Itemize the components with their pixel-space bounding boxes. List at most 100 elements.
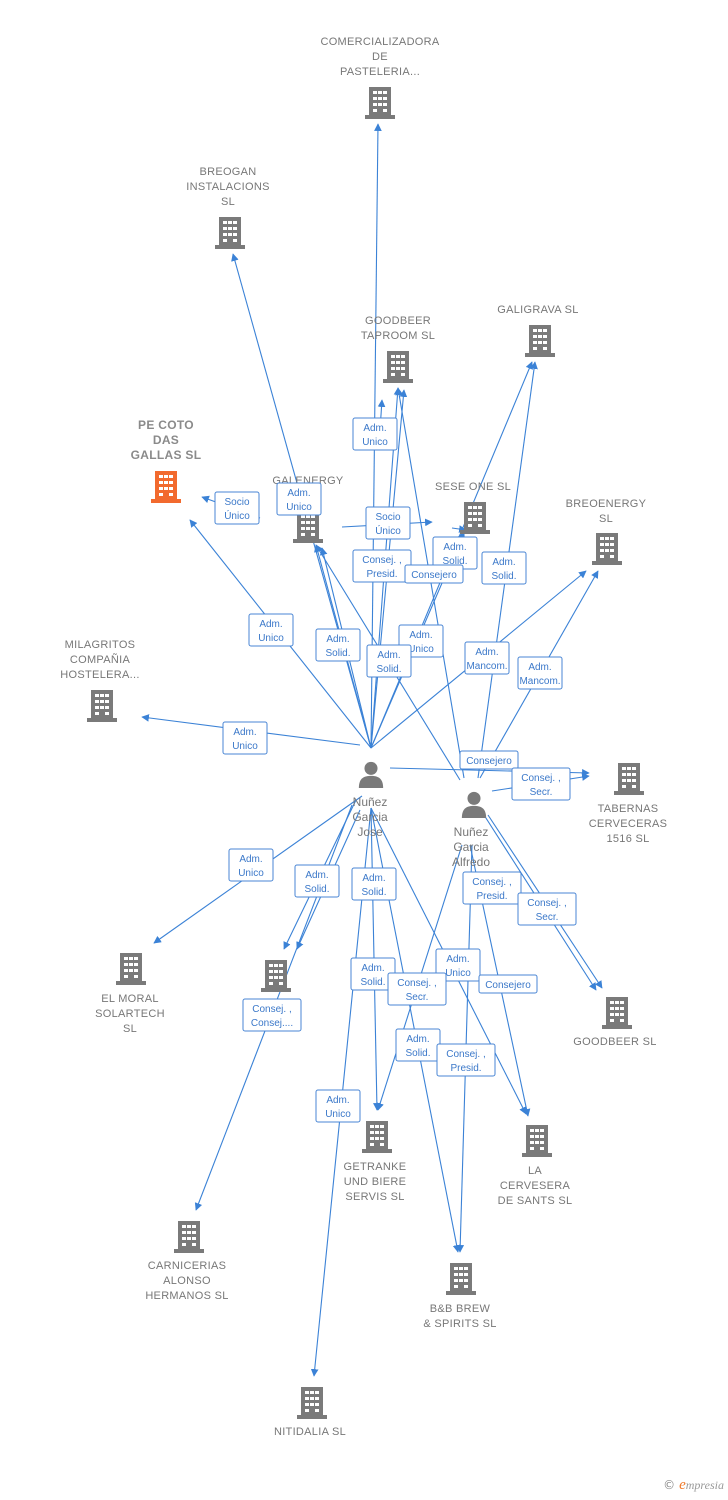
edge-label-e20[interactable]: Adm.Solid. [351,867,397,901]
edge-label-text: Consej. ,Secr. [397,978,436,1003]
company-label-line: COMPAÑIA [70,653,131,666]
edge-label-line: Solid. [360,977,385,988]
edge-label-e25[interactable]: Consej. ,Secr. [387,972,447,1006]
edge-label-e5[interactable]: Adm.Solid. [432,536,478,570]
company-label-line: TABERNAS [598,803,659,815]
edge-label-box [481,551,527,585]
company-node-galigrava[interactable]: GALIGRAVA SL [497,304,578,357]
edge-label-box [242,998,302,1032]
company-label-line: SL [123,1023,137,1035]
edge-label-text: Adm.Unico [238,854,264,879]
building-icon [362,1121,392,1153]
company-label-line: CERVECERAS [589,818,668,830]
company-node-bb-brew[interactable]: B&B BREW& SPIRITS SL [423,1263,496,1330]
edge-label-e27[interactable]: Adm.Solid. [395,1028,441,1062]
edge-label-e12[interactable]: Adm.Solid. [366,644,412,678]
edge-label-line: Solid. [405,1048,430,1059]
edge-label-e8[interactable]: Adm.Solid. [481,551,527,585]
edge-label-box [464,641,510,675]
edge-label-e23[interactable]: Adm.Unico [435,948,481,982]
building-icon [151,471,181,503]
edge-label-e14[interactable]: Adm.Mancom. [517,656,563,690]
edge-label-text: Adm.Mancom. [519,662,560,687]
edge-label-e15[interactable]: Adm.Unico [222,721,268,755]
edge-label-e13[interactable]: Adm.Mancom. [464,641,510,675]
company-node-goodbeer[interactable]: GOODBEER SL [573,997,656,1048]
edge-label-e29[interactable]: Consej. ,Consej.... [242,998,302,1032]
company-node-sese-one[interactable]: SESE ONE SL [435,481,511,534]
edge-label-e24[interactable]: Adm.Solid. [350,957,396,991]
edge-label-e2[interactable]: Adm.Unico [276,482,322,516]
edge-label-line: Unico [445,968,471,979]
edge-label-e28[interactable]: Consej. ,Presid. [436,1043,496,1077]
edge-label-box [511,767,571,801]
edge-label-box [436,1043,496,1077]
edge-label-e7[interactable]: Consejero [404,564,464,584]
edge-label-e18[interactable]: Adm.Unico [228,848,274,882]
company-label-line: SERVIS SL [345,1191,404,1203]
edge-label-line: Socio [375,512,400,523]
edge-label-box [387,972,447,1006]
building-icon [592,533,622,565]
building-icon [614,763,644,795]
edge-label-e10[interactable]: Adm.Solid. [315,628,361,662]
edge-label-e6[interactable]: Consej. ,Presid. [352,549,412,583]
edge-label-line: Consej. , [521,773,560,784]
edge-label-e19[interactable]: Adm.Solid. [294,864,340,898]
company-label-line: INSTALACIONS [186,181,269,193]
company-label-line: UND BIERE [344,1176,407,1188]
edge-label-e21[interactable]: Consej. ,Presid. [462,871,522,905]
edge-label-text: Consejero [411,570,457,581]
edge-label-line: Adm. [233,727,256,738]
edge-label-e26[interactable]: Consejero [478,974,538,994]
footer-brand[interactable]: ©empresia [663,1477,724,1494]
person-label-line: Alfredo [452,855,490,869]
company-label-line: BREOGAN [199,166,256,178]
edge-label-line: Adm. [475,647,498,658]
edge-label-e30[interactable]: Adm.Unico [315,1089,361,1123]
edge-label-e1[interactable]: Adm.Unico [352,417,398,451]
edge-label-line: Adm. [492,557,515,568]
company-label: B&B BREW& SPIRITS SL [423,1303,496,1330]
edge-label-box [222,721,268,755]
edge-label-box [517,656,563,690]
edge-label-line: Adm. [305,870,328,881]
edge-label-line: Adm. [528,662,551,673]
company-label-line: GALIGRAVA SL [497,304,578,316]
company-node-nitidalia[interactable]: NITIDALIA SL [274,1387,346,1438]
edge-label-e9[interactable]: Adm.Unico [248,613,294,647]
edge-label-line: Unico [258,633,284,644]
edge-label-text: Adm.Unico [232,727,258,752]
edge-label-e22[interactable]: Consej. ,Secr. [517,892,577,926]
building-icon [297,1387,327,1419]
edge-label-e17[interactable]: Consej. ,Secr. [511,767,571,801]
edge-label-line: Solid. [325,648,350,659]
person-icon [358,761,384,788]
edge-label-box [366,644,412,678]
edge-label-e16[interactable]: Consejero [459,750,519,770]
edge-label-box [315,628,361,662]
edge-label-box [248,613,294,647]
edge-label-line: Presid. [450,1063,481,1074]
